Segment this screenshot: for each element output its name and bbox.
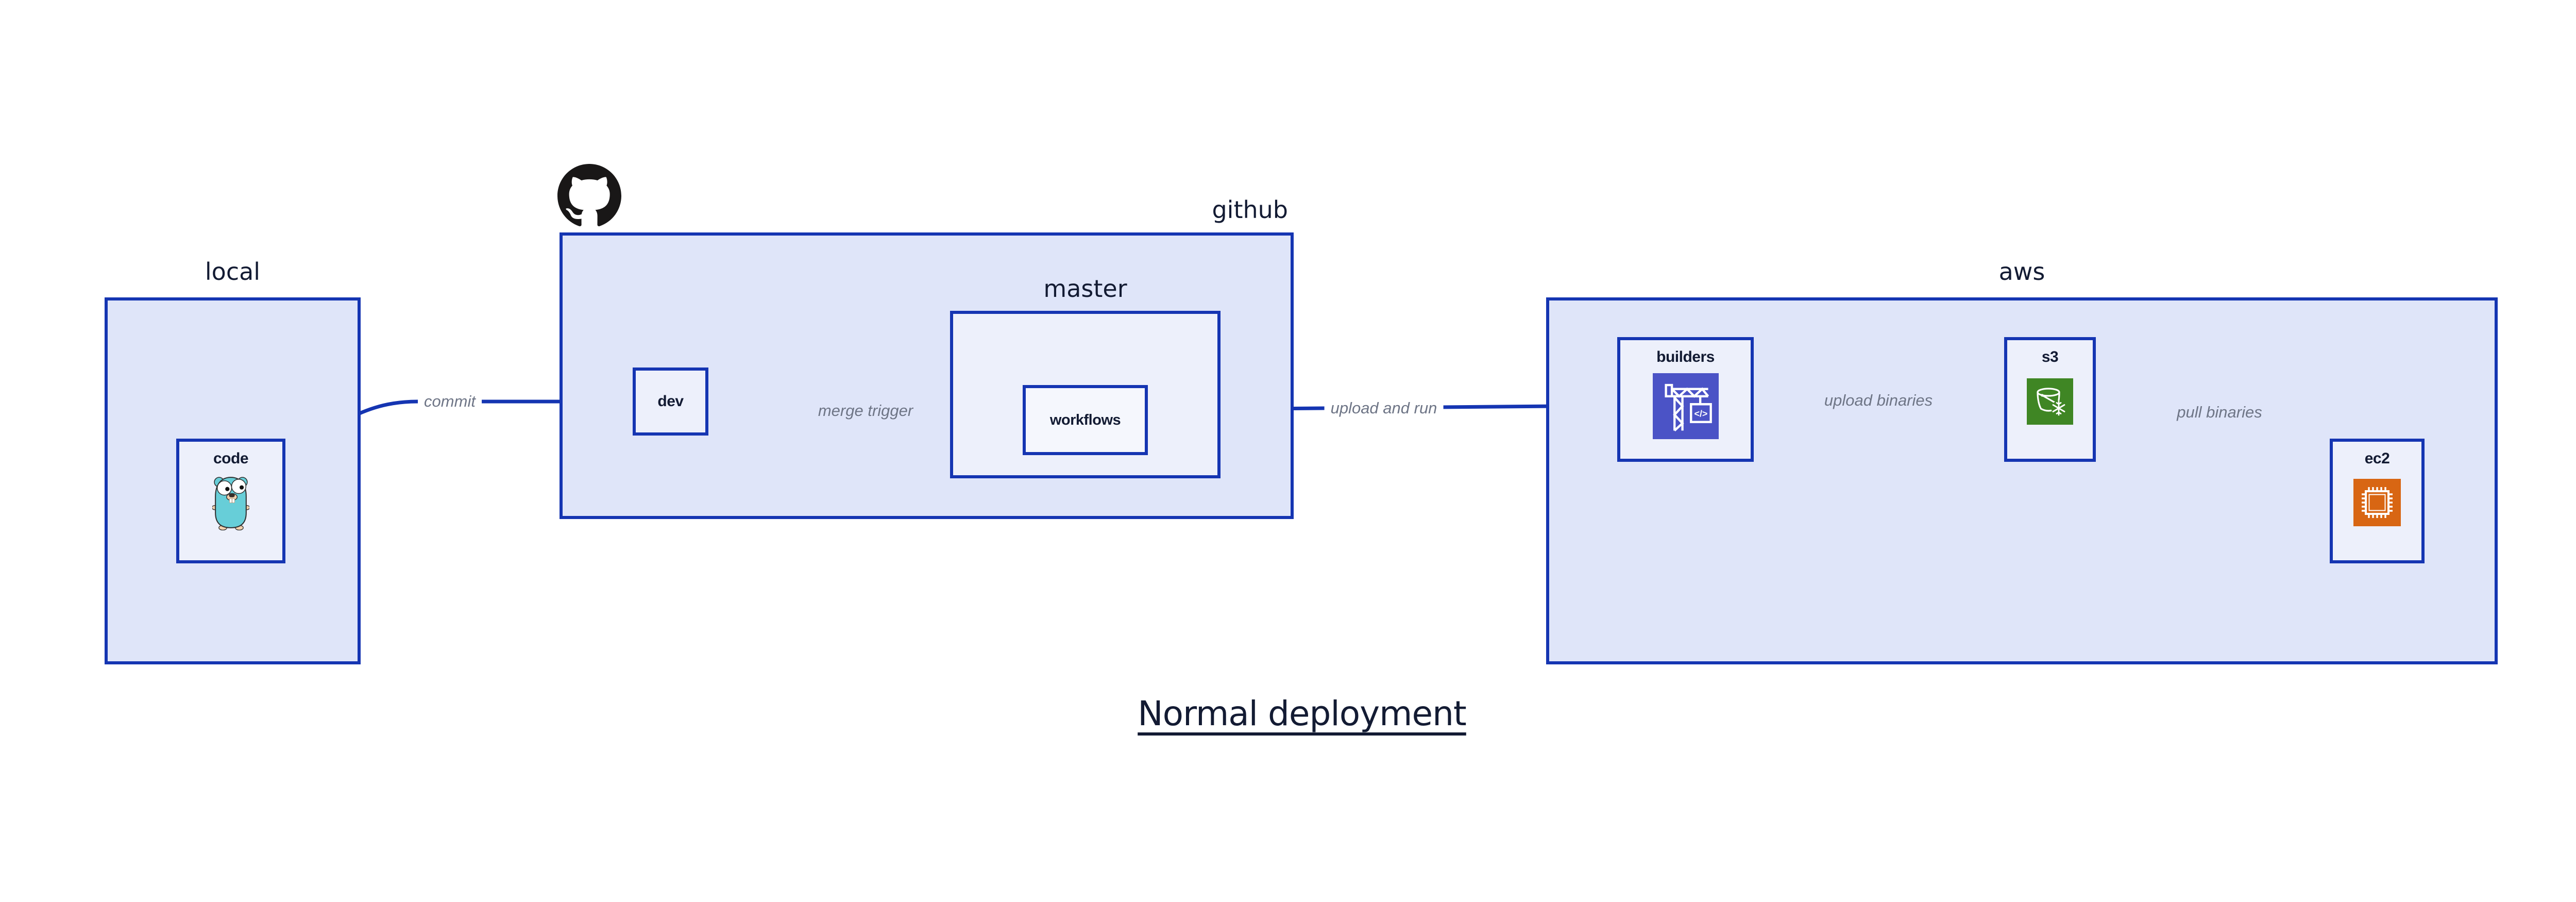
node-label-dev: dev (657, 393, 684, 410)
edge-label-merge-trigger: merge trigger (811, 400, 920, 421)
group-label-github: github (1212, 196, 1288, 224)
ec2-chip-icon (2353, 479, 2401, 526)
node-builders: builders </> (1617, 337, 1754, 462)
group-label-master: master (1043, 275, 1127, 303)
diagram-title: Normal deployment (1138, 694, 1467, 733)
node-workflows: workflows (1023, 385, 1148, 455)
edge-label-upload-binaries: upload binaries (1818, 390, 1939, 411)
github-octocat-icon (557, 164, 621, 228)
group-label-aws: aws (1998, 258, 2045, 286)
node-s3: s3 (2004, 337, 2096, 462)
edge-label-pull-binaries: pull binaries (2171, 402, 2268, 423)
node-label-ec2: ec2 (2364, 450, 2390, 467)
node-label-s3: s3 (2041, 348, 2059, 365)
group-label-local: local (205, 258, 261, 286)
svg-text:</>: </> (1694, 408, 1707, 419)
node-dev: dev (633, 368, 708, 436)
node-label-builders: builders (1656, 348, 1715, 365)
edge-label-upload-and-run: upload and run (1324, 398, 1444, 419)
node-label-code: code (213, 450, 249, 467)
node-ec2: ec2 (2330, 439, 2425, 563)
node-label-workflows: workflows (1049, 411, 1121, 428)
node-code: code (176, 439, 285, 563)
go-gopher-icon (211, 475, 250, 531)
s3-glacier-bucket-icon (2027, 378, 2073, 425)
codebuild-crane-icon: </> (1652, 373, 1719, 439)
edge-label-commit: commit (418, 391, 482, 412)
